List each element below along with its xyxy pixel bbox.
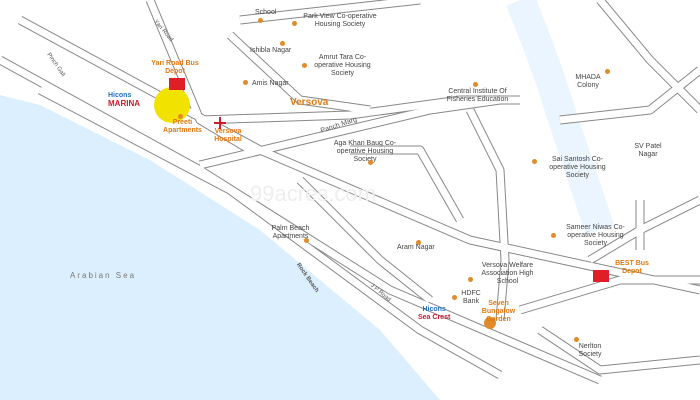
poi-dot	[178, 114, 183, 119]
bus-depot-icon	[593, 270, 609, 282]
landmark-cife: Central Institute Of Fisheries Education	[446, 88, 509, 103]
poi-dot	[280, 41, 285, 46]
landmark-preeti-apartments: Preeti Apartments	[163, 119, 202, 134]
poi-dot	[605, 69, 610, 74]
poi-dot	[258, 18, 263, 23]
landmark-aga-khan-baug: Aga Khan Baug Co-operative Housing Socie…	[333, 140, 397, 163]
project-location-marker[interactable]	[154, 87, 190, 123]
poi-dot	[292, 21, 297, 26]
project-brand: Hicons	[108, 92, 132, 99]
landmark-aram-nagar: Aram Nagar	[397, 244, 435, 251]
landmark-nerlton-society: Nerlton Society	[578, 343, 602, 358]
poi-dot	[473, 82, 478, 87]
landmark-school: School	[255, 9, 277, 16]
project-hicons-sea-crest[interactable]: Hicons Sea Crest	[418, 306, 450, 322]
landmark-amrut-tara: Amrut Tara Co-operative Housing Society	[314, 54, 371, 77]
landmark-best-bus-depot: BEST Bus Depot	[615, 260, 649, 275]
landmark-ishibla-nagar: Ishibla Nagar	[250, 47, 292, 54]
landmark-sameer-niwas: Sameer Niwas Co-operative Housing Societ…	[566, 224, 625, 247]
project-name: Sea Crest	[418, 314, 451, 321]
poi-dot	[574, 337, 579, 342]
project-hicons-marina[interactable]: Hicons MARINA	[108, 92, 140, 108]
landmark-seven-bungalow: Seven Bungalow Garden	[481, 300, 516, 323]
poi-dot	[551, 233, 556, 238]
poi-dot	[368, 160, 373, 165]
project-name: MARINA	[108, 99, 140, 108]
garden-marker	[484, 317, 496, 329]
landmark-sai-santosh: Sai Santosh Co-operative Housing Society	[549, 156, 606, 179]
poi-dot	[468, 277, 473, 282]
arabian-sea	[0, 95, 440, 400]
sea-label: Arabian Sea	[70, 271, 137, 280]
landmark-hdfc-bank: HDFC Bank	[461, 290, 481, 305]
landmark-amis-nagar: Amis Nagar	[252, 80, 289, 87]
area-label-versova: Versova	[290, 97, 329, 108]
watermark: 99acres.com	[250, 181, 376, 206]
poi-dot	[304, 238, 309, 243]
roads	[0, 0, 700, 385]
poi-dot	[452, 295, 457, 300]
landmark-mhada-colony: MHADA Colony	[575, 74, 601, 89]
landmark-yari-road-bus-depot: Yari Road Bus Depot	[151, 60, 199, 75]
bus-depot-icon	[169, 78, 185, 90]
hospital-icon	[214, 117, 226, 129]
poi-dot	[532, 159, 537, 164]
landmark-versova-hospital: Versova Hospital	[214, 128, 242, 143]
landmark-sv-patel-nagar: SV Patel Nagar	[634, 143, 662, 158]
poi-dot	[243, 80, 248, 85]
poi-dot	[416, 240, 421, 245]
landmark-palm-beach: Palm Beach Apartments	[271, 225, 310, 240]
landmark-versova-welfare: Versova Welfare Association High School	[481, 262, 534, 285]
creek	[506, 0, 615, 235]
landmark-park-view: Park View Co-operative Housing Society	[303, 13, 377, 28]
project-brand: Hicons	[422, 306, 446, 313]
poi-dot	[302, 63, 307, 68]
